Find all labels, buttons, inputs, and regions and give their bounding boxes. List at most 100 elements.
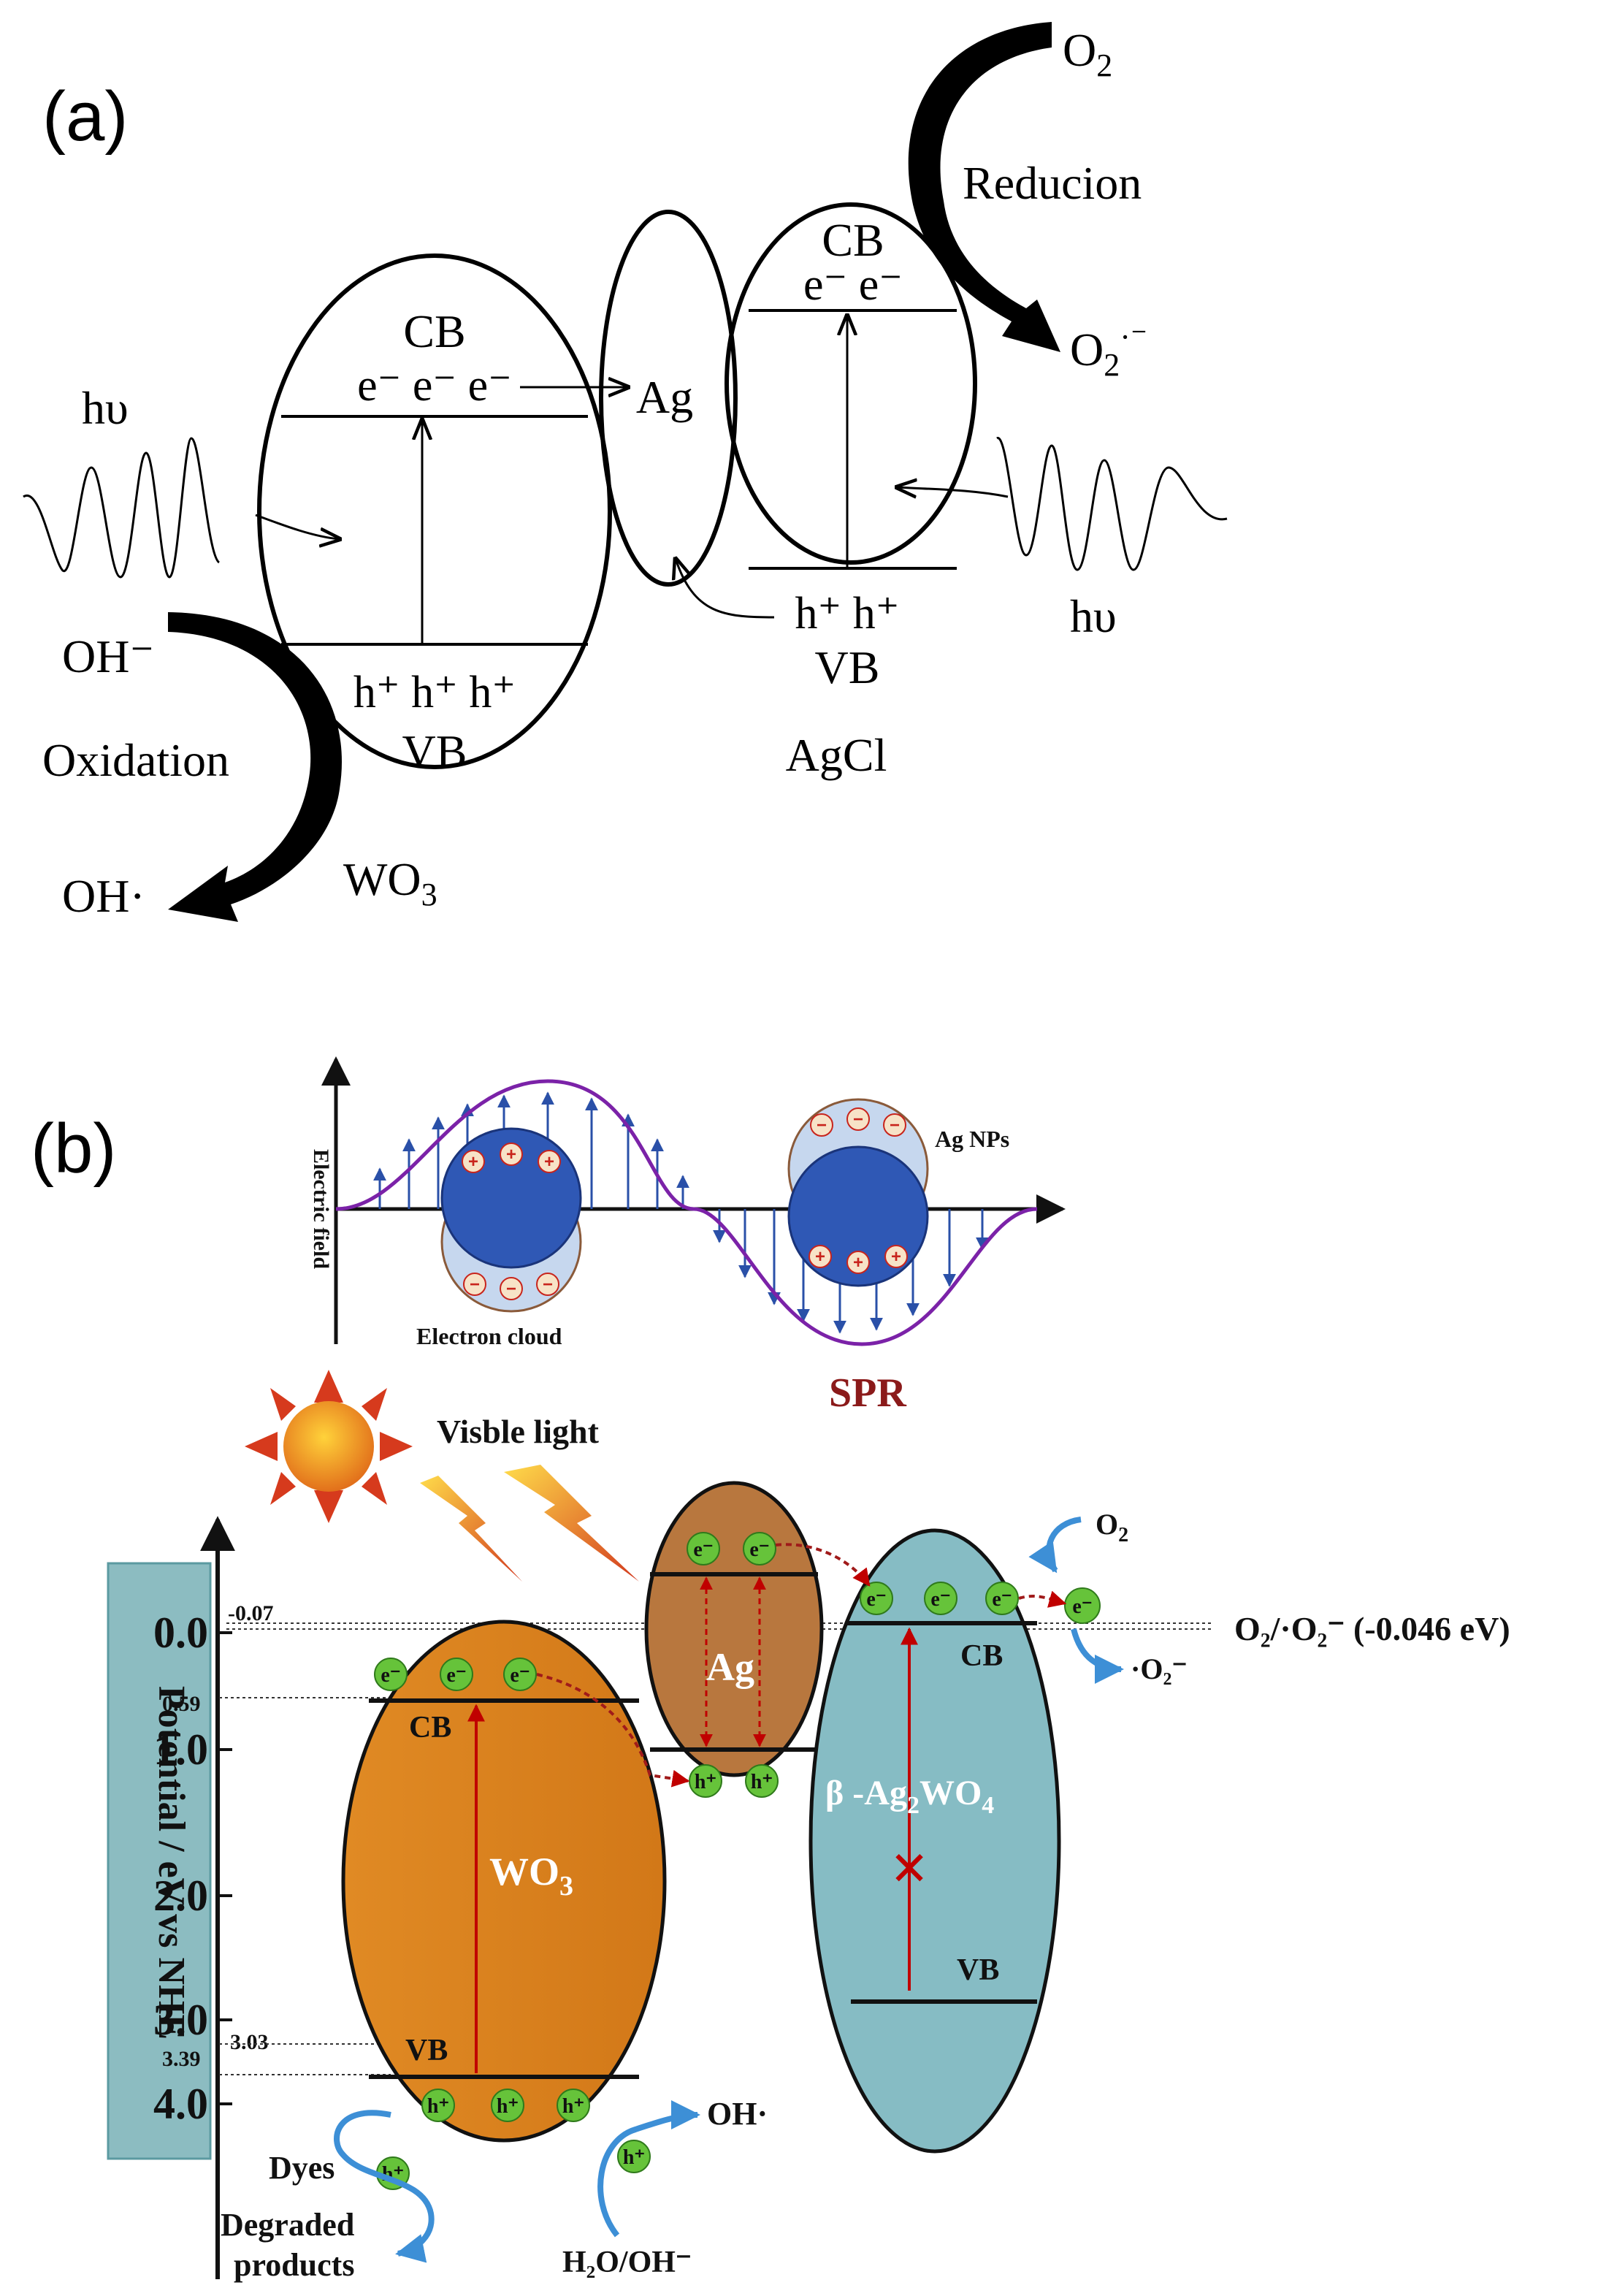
- svg-text:−: −: [506, 1279, 516, 1299]
- tick-3: 3.0: [153, 1996, 208, 2044]
- axis-ticks: [218, 1631, 232, 2105]
- wo3-band-diagram-a: CB e⁻ e⁻ e⁻ h⁺ h⁺ h⁺ VB WO3: [257, 253, 612, 912]
- svg-text:+: +: [506, 1145, 516, 1164]
- electron-cloud-label: Electron cloud: [416, 1323, 562, 1349]
- svg-text:e⁻: e⁻: [446, 1664, 466, 1687]
- reduction-label: Reducion: [963, 157, 1142, 209]
- svg-text:−: −: [817, 1115, 827, 1135]
- lightning-bolt-1: [420, 1476, 522, 1582]
- electrons-ag: e⁻ e⁻: [687, 1532, 776, 1565]
- hv-right-label: hυ: [1070, 590, 1117, 642]
- blocked-cross: ✕: [890, 1842, 929, 1895]
- axis-title: Potential / eV vs NHE: [150, 1686, 192, 2040]
- svg-text:e⁻: e⁻: [381, 1664, 400, 1687]
- svg-text:h⁺: h⁺: [497, 2095, 519, 2118]
- svg-text:h⁺: h⁺: [695, 1771, 716, 1793]
- wo3-vb-label-b: VB: [405, 2034, 448, 2067]
- light-wave-right-a: hυ: [897, 437, 1228, 642]
- spr-wave: [335, 1079, 1038, 1346]
- degraded-label-2: products: [234, 2247, 354, 2283]
- mark-neg007: -0.07: [228, 1601, 274, 1625]
- dyes-arrow: [334, 2110, 435, 2263]
- svg-text:e⁻: e⁻: [930, 1588, 950, 1611]
- oh-radical-label-b: OH·: [707, 2096, 768, 2132]
- light-wave-left-a: hυ: [23, 382, 340, 579]
- svg-text:e⁻: e⁻: [510, 1664, 530, 1687]
- ag-np-left: +++ −−−: [440, 1127, 582, 1313]
- beta-vb-label: VB: [957, 1953, 999, 1987]
- light-arrow-right-a: [897, 487, 1009, 497]
- mark-339: 3.39: [162, 2047, 201, 2071]
- spr-inset: Electric field: [309, 1056, 1066, 1416]
- lightning-bolt-2: [504, 1465, 639, 1582]
- hole-oh: [617, 2140, 651, 2173]
- agcl-vb-label-a: VB: [815, 641, 880, 693]
- svg-text:h⁺: h⁺: [562, 2095, 584, 2118]
- ag-np-right: −−− +++: [787, 1098, 929, 1287]
- wo3-ellipse-a: [257, 253, 612, 769]
- holes-wo3: h⁺ h⁺ h⁺: [421, 2089, 590, 2122]
- oxidation-curved-arrow: [168, 612, 343, 922]
- panel-b: (b) Electric field: [31, 1056, 1510, 2283]
- svg-text:+: +: [853, 1253, 863, 1273]
- o2-label-a: O2: [1063, 24, 1112, 83]
- light-arrow-left-a: [255, 514, 340, 539]
- hole-transfer-arrow-a: [676, 559, 775, 619]
- panel-a: (a) CB e⁻ e⁻ e⁻ h⁺ h⁺ h⁺ VB WO3 Ag CB: [23, 22, 1228, 922]
- redox-reference-label: O₂/·O₂⁻ (-0.046 eV): [1234, 1610, 1510, 1647]
- visible-light-label: Visble light: [437, 1413, 600, 1450]
- oh-arrow: [597, 2100, 700, 2238]
- beta-name: β -Ag2WO4: [825, 1774, 994, 1819]
- ag-band-b: Ag: [644, 1481, 824, 1777]
- transfer-arrow-ag-to-beta: [775, 1543, 871, 1587]
- axis-label-box: [107, 1562, 212, 2160]
- wo3-holes-a: h⁺ h⁺ h⁺: [353, 668, 516, 717]
- mark-059: 0.59: [162, 1692, 201, 1716]
- agcl-holes-a: h⁺ h⁺: [795, 589, 900, 638]
- hv-left-label: hυ: [82, 382, 129, 434]
- svg-text:−: −: [890, 1115, 900, 1135]
- transfer-arrow-wo3-to-ag: [536, 1673, 690, 1788]
- redox-species: O₂/·O₂⁻ (-0.046 eV) O2 ·O₂⁻ h⁺ OH· H₂O/O…: [221, 1508, 1510, 2283]
- svg-text:+: +: [891, 1247, 901, 1267]
- svg-text:e⁻: e⁻: [992, 1588, 1012, 1611]
- wo3-ellipse-b: [341, 1620, 667, 2143]
- panel-a-label: (a): [42, 77, 128, 156]
- tick-1: 1.0: [153, 1725, 208, 1774]
- dyes-label: Dyes: [269, 2150, 334, 2186]
- beta-cb-label: CB: [960, 1639, 1003, 1673]
- ag-ellipse-b: [644, 1481, 824, 1777]
- wo3-name-b: WO3: [489, 1850, 573, 1902]
- ag-particle-a: Ag: [520, 210, 775, 619]
- ag-label-b: Ag: [706, 1645, 754, 1689]
- svg-text:−: −: [853, 1110, 863, 1129]
- sun-icon: [245, 1370, 413, 1523]
- electrons-wo3: e⁻ e⁻ e⁻: [374, 1658, 537, 1691]
- svg-text:h⁺: h⁺: [751, 1771, 773, 1793]
- agcl-name-a: AgCl: [786, 729, 887, 781]
- superoxide-arrow: [1071, 1628, 1124, 1684]
- beta-ag2wo4-band: ✕ CB VB β -Ag2WO4: [808, 1528, 1061, 2154]
- electrons-beta: e⁻ e⁻ e⁻ e⁻: [860, 1582, 1101, 1624]
- wo3-band-b: CB VB WO3: [341, 1620, 667, 2143]
- svg-text:e⁻: e⁻: [693, 1538, 713, 1561]
- wo3-cb-label-b: CB: [409, 1711, 451, 1744]
- agcl-ellipse-a: [725, 202, 977, 565]
- svg-text:+: +: [468, 1152, 478, 1172]
- holes-ag: h⁺ h⁺: [689, 1764, 779, 1798]
- oxidation-pathway-a: OH⁻ Oxidation OH·: [42, 612, 343, 922]
- svg-text:e⁻: e⁻: [749, 1538, 769, 1561]
- ag-ellipse-a: [599, 210, 738, 587]
- wo3-electrons-a: e⁻ e⁻ e⁻: [357, 361, 512, 411]
- reduction-pathway-a: O2 Reducion O2·⁻: [908, 22, 1147, 383]
- svg-text:e⁻: e⁻: [1072, 1595, 1092, 1618]
- tick-4: 4.0: [153, 2080, 208, 2128]
- svg-text:−: −: [470, 1275, 480, 1294]
- svg-text:−: −: [543, 1275, 553, 1294]
- wo3-vb-label-a: VB: [402, 725, 467, 777]
- oh-radical-label: OH·: [62, 870, 145, 922]
- svg-text:e⁻: e⁻: [866, 1588, 886, 1611]
- wo3-name-a: WO3: [343, 853, 437, 912]
- beta-ellipse: [808, 1528, 1061, 2154]
